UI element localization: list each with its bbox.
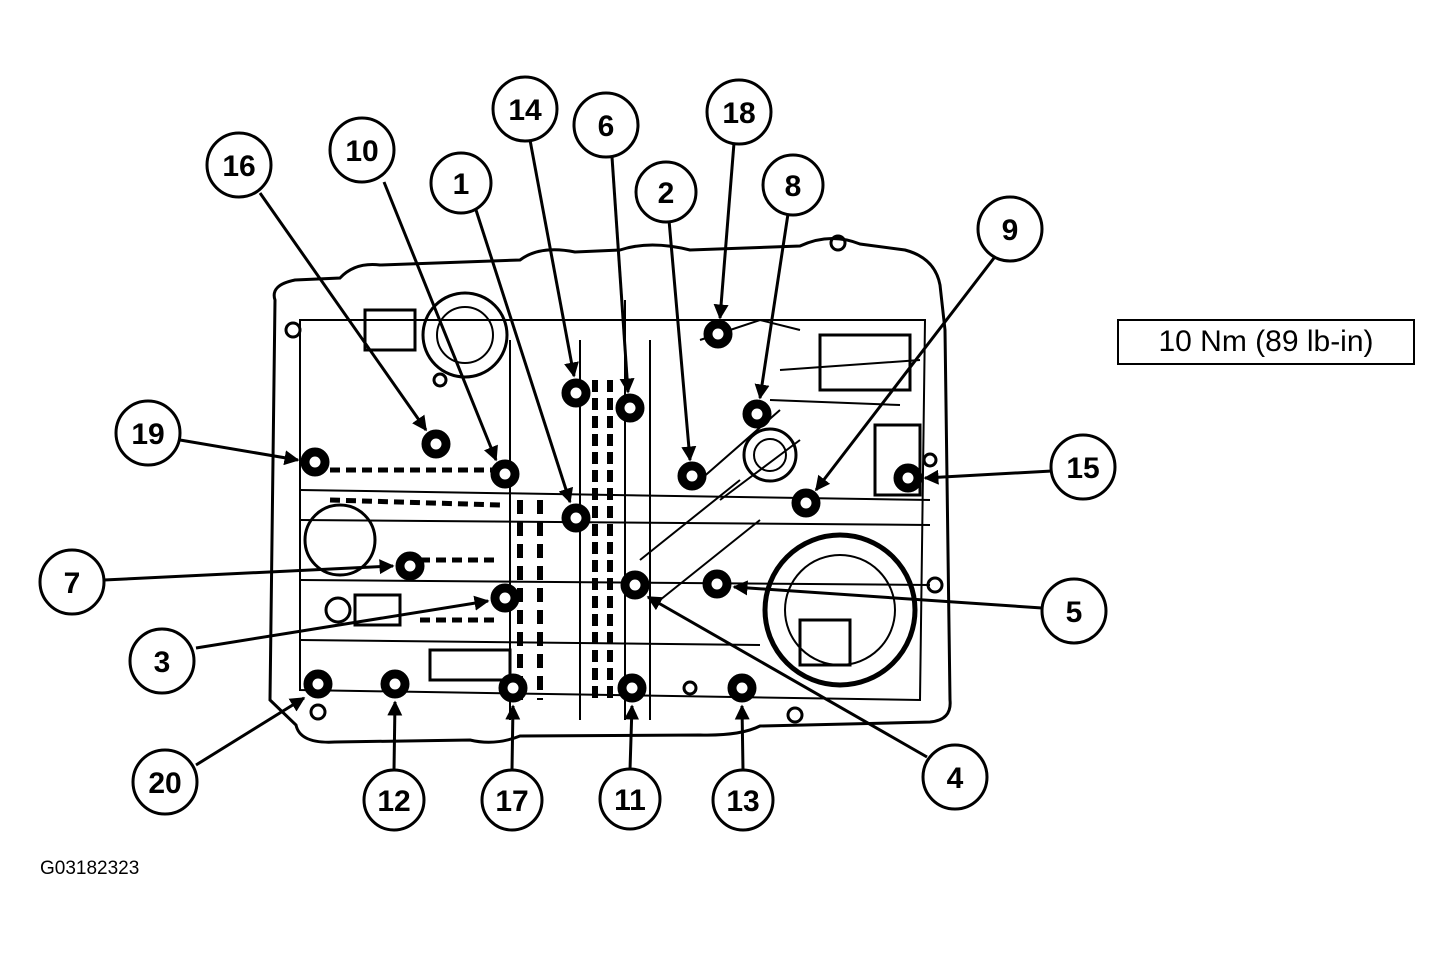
bolt-15 <box>893 463 923 493</box>
callout-label-1: 1 <box>453 168 470 201</box>
bolt-9 <box>791 488 821 518</box>
callout-4: 4 <box>921 743 989 811</box>
bolt-8 <box>742 399 772 429</box>
callout-7: 7 <box>38 548 106 616</box>
figure-id: G03182323 <box>40 858 140 879</box>
callout-16: 16 <box>205 131 273 199</box>
callout-label-3: 3 <box>154 646 171 679</box>
callout-label-17: 17 <box>495 785 528 818</box>
callout-5: 5 <box>1040 577 1108 645</box>
callout-6: 6 <box>572 91 640 159</box>
bolt-20 <box>303 669 333 699</box>
callout-label-7: 7 <box>64 567 81 600</box>
callout-label-18: 18 <box>722 97 755 130</box>
callout-10: 10 <box>328 116 396 184</box>
bolt-3 <box>490 583 520 613</box>
bolt-7 <box>395 551 425 581</box>
valve-body-illustration <box>268 234 952 744</box>
callout-label-4: 4 <box>947 762 964 795</box>
callout-18: 18 <box>705 78 773 146</box>
callout-circles: 1 2 3 4 5 6 7 8 9 10 11 12 13 14 15 16 1… <box>38 75 1117 832</box>
bolt-6 <box>615 393 645 423</box>
callout-label-20: 20 <box>148 767 181 800</box>
torque-spec-label: 10 Nm (89 lb-in) <box>1117 319 1415 365</box>
callout-13: 13 <box>711 768 775 832</box>
callout-label-9: 9 <box>1002 214 1019 247</box>
bolt-16 <box>421 429 451 459</box>
callout-3: 3 <box>128 627 196 695</box>
bolt-markers <box>300 319 923 703</box>
callout-2: 2 <box>634 160 698 224</box>
callout-label-13: 13 <box>726 785 759 818</box>
callout-9: 9 <box>976 195 1044 263</box>
bolt-17 <box>498 673 528 703</box>
bolt-10 <box>490 459 520 489</box>
callout-label-10: 10 <box>345 135 378 168</box>
callout-label-14: 14 <box>508 94 542 127</box>
bolt-18 <box>703 319 733 349</box>
bolt-1 <box>561 503 591 533</box>
callout-19: 19 <box>114 399 182 467</box>
callout-label-15: 15 <box>1066 452 1099 485</box>
callout-label-2: 2 <box>658 177 675 210</box>
bolt-12 <box>380 669 410 699</box>
bolt-11 <box>617 673 647 703</box>
callout-label-8: 8 <box>785 170 802 203</box>
callout-8: 8 <box>761 153 825 217</box>
callout-1: 1 <box>429 151 493 215</box>
callout-12: 12 <box>362 768 426 832</box>
callout-11: 11 <box>598 767 662 831</box>
callout-label-11: 11 <box>614 784 646 817</box>
bolt-2 <box>677 461 707 491</box>
callout-label-19: 19 <box>131 418 164 451</box>
bolt-19 <box>300 447 330 477</box>
callout-17: 17 <box>480 768 544 832</box>
callout-15: 15 <box>1049 433 1117 501</box>
bolt-4 <box>620 570 650 600</box>
bolt-5 <box>702 569 732 599</box>
callout-label-16: 16 <box>222 150 255 183</box>
bolt-13 <box>727 673 757 703</box>
callout-20: 20 <box>131 748 199 816</box>
callout-label-5: 5 <box>1066 596 1083 629</box>
callout-14: 14 <box>491 75 559 143</box>
bolt-14 <box>561 378 591 408</box>
leader-lines <box>103 139 1053 771</box>
callout-label-12: 12 <box>377 785 410 818</box>
callout-label-6: 6 <box>598 110 615 143</box>
